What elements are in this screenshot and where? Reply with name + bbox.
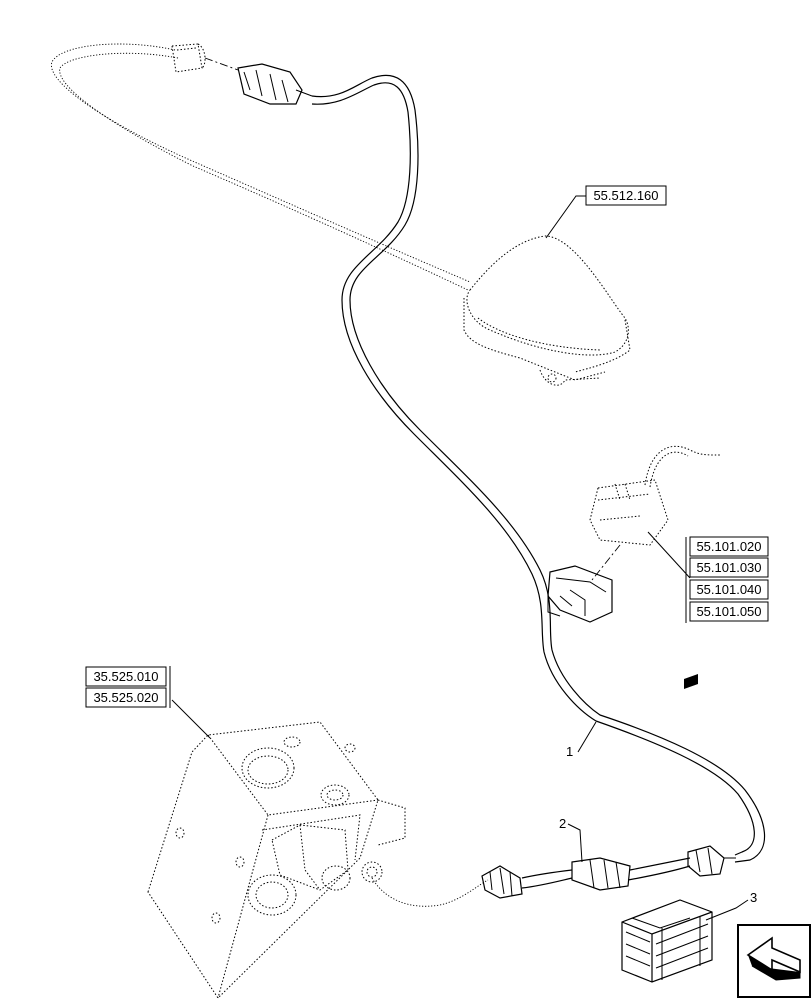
leader-55-101 (647, 531, 691, 579)
svg-text:35.525.020: 35.525.020 (93, 690, 158, 705)
top-connector (237, 63, 313, 105)
ref-55-101-030[interactable]: 55.101.030 (689, 557, 769, 578)
callout-3: 3 (750, 890, 757, 905)
arrow-back-icon[interactable] (737, 924, 811, 998)
parts-kit-icon (621, 673, 713, 983)
ref-group-55-101: 55.101.020 55.101.030 55.101.040 55.101.… (685, 536, 769, 623)
connector-cap (171, 43, 206, 73)
ref-55-101-020[interactable]: 55.101.020 (689, 536, 769, 557)
svg-text:55.101.030: 55.101.030 (696, 560, 761, 575)
plug-connector (547, 565, 613, 623)
svg-text:55.101.040: 55.101.040 (696, 582, 761, 597)
valve-block (147, 721, 406, 999)
ref-55-101-040[interactable]: 55.101.040 (689, 579, 769, 600)
leader-callout-2 (567, 823, 583, 863)
ref-35-525-010[interactable]: 35.525.010 (85, 666, 167, 687)
svg-text:55.101.050: 55.101.050 (696, 604, 761, 619)
leader-callout-3 (705, 899, 749, 921)
leader-35-525 (171, 699, 211, 739)
callout-2: 2 (559, 816, 566, 831)
ref-group-35-525: 35.525.010 35.525.020 (85, 666, 171, 708)
main-harness (311, 74, 765, 863)
leader-callout-1 (577, 721, 597, 753)
ref-55-512-160[interactable]: 55.512.160 (585, 185, 667, 206)
control-connector (589, 445, 721, 546)
leader-55-512-160 (545, 195, 586, 239)
svg-text:55.512.160: 55.512.160 (593, 188, 658, 203)
upper-dotted-harness (50, 43, 471, 291)
svg-text:35.525.010: 35.525.010 (93, 669, 158, 684)
pedal-housing (463, 235, 631, 386)
ref-55-101-050[interactable]: 55.101.050 (689, 601, 769, 622)
ref-35-525-020[interactable]: 35.525.020 (85, 687, 167, 708)
callout-1: 1 (566, 744, 573, 759)
valve-wire (371, 877, 489, 907)
lower-connectors (481, 845, 736, 899)
svg-text:55.101.020: 55.101.020 (696, 539, 761, 554)
